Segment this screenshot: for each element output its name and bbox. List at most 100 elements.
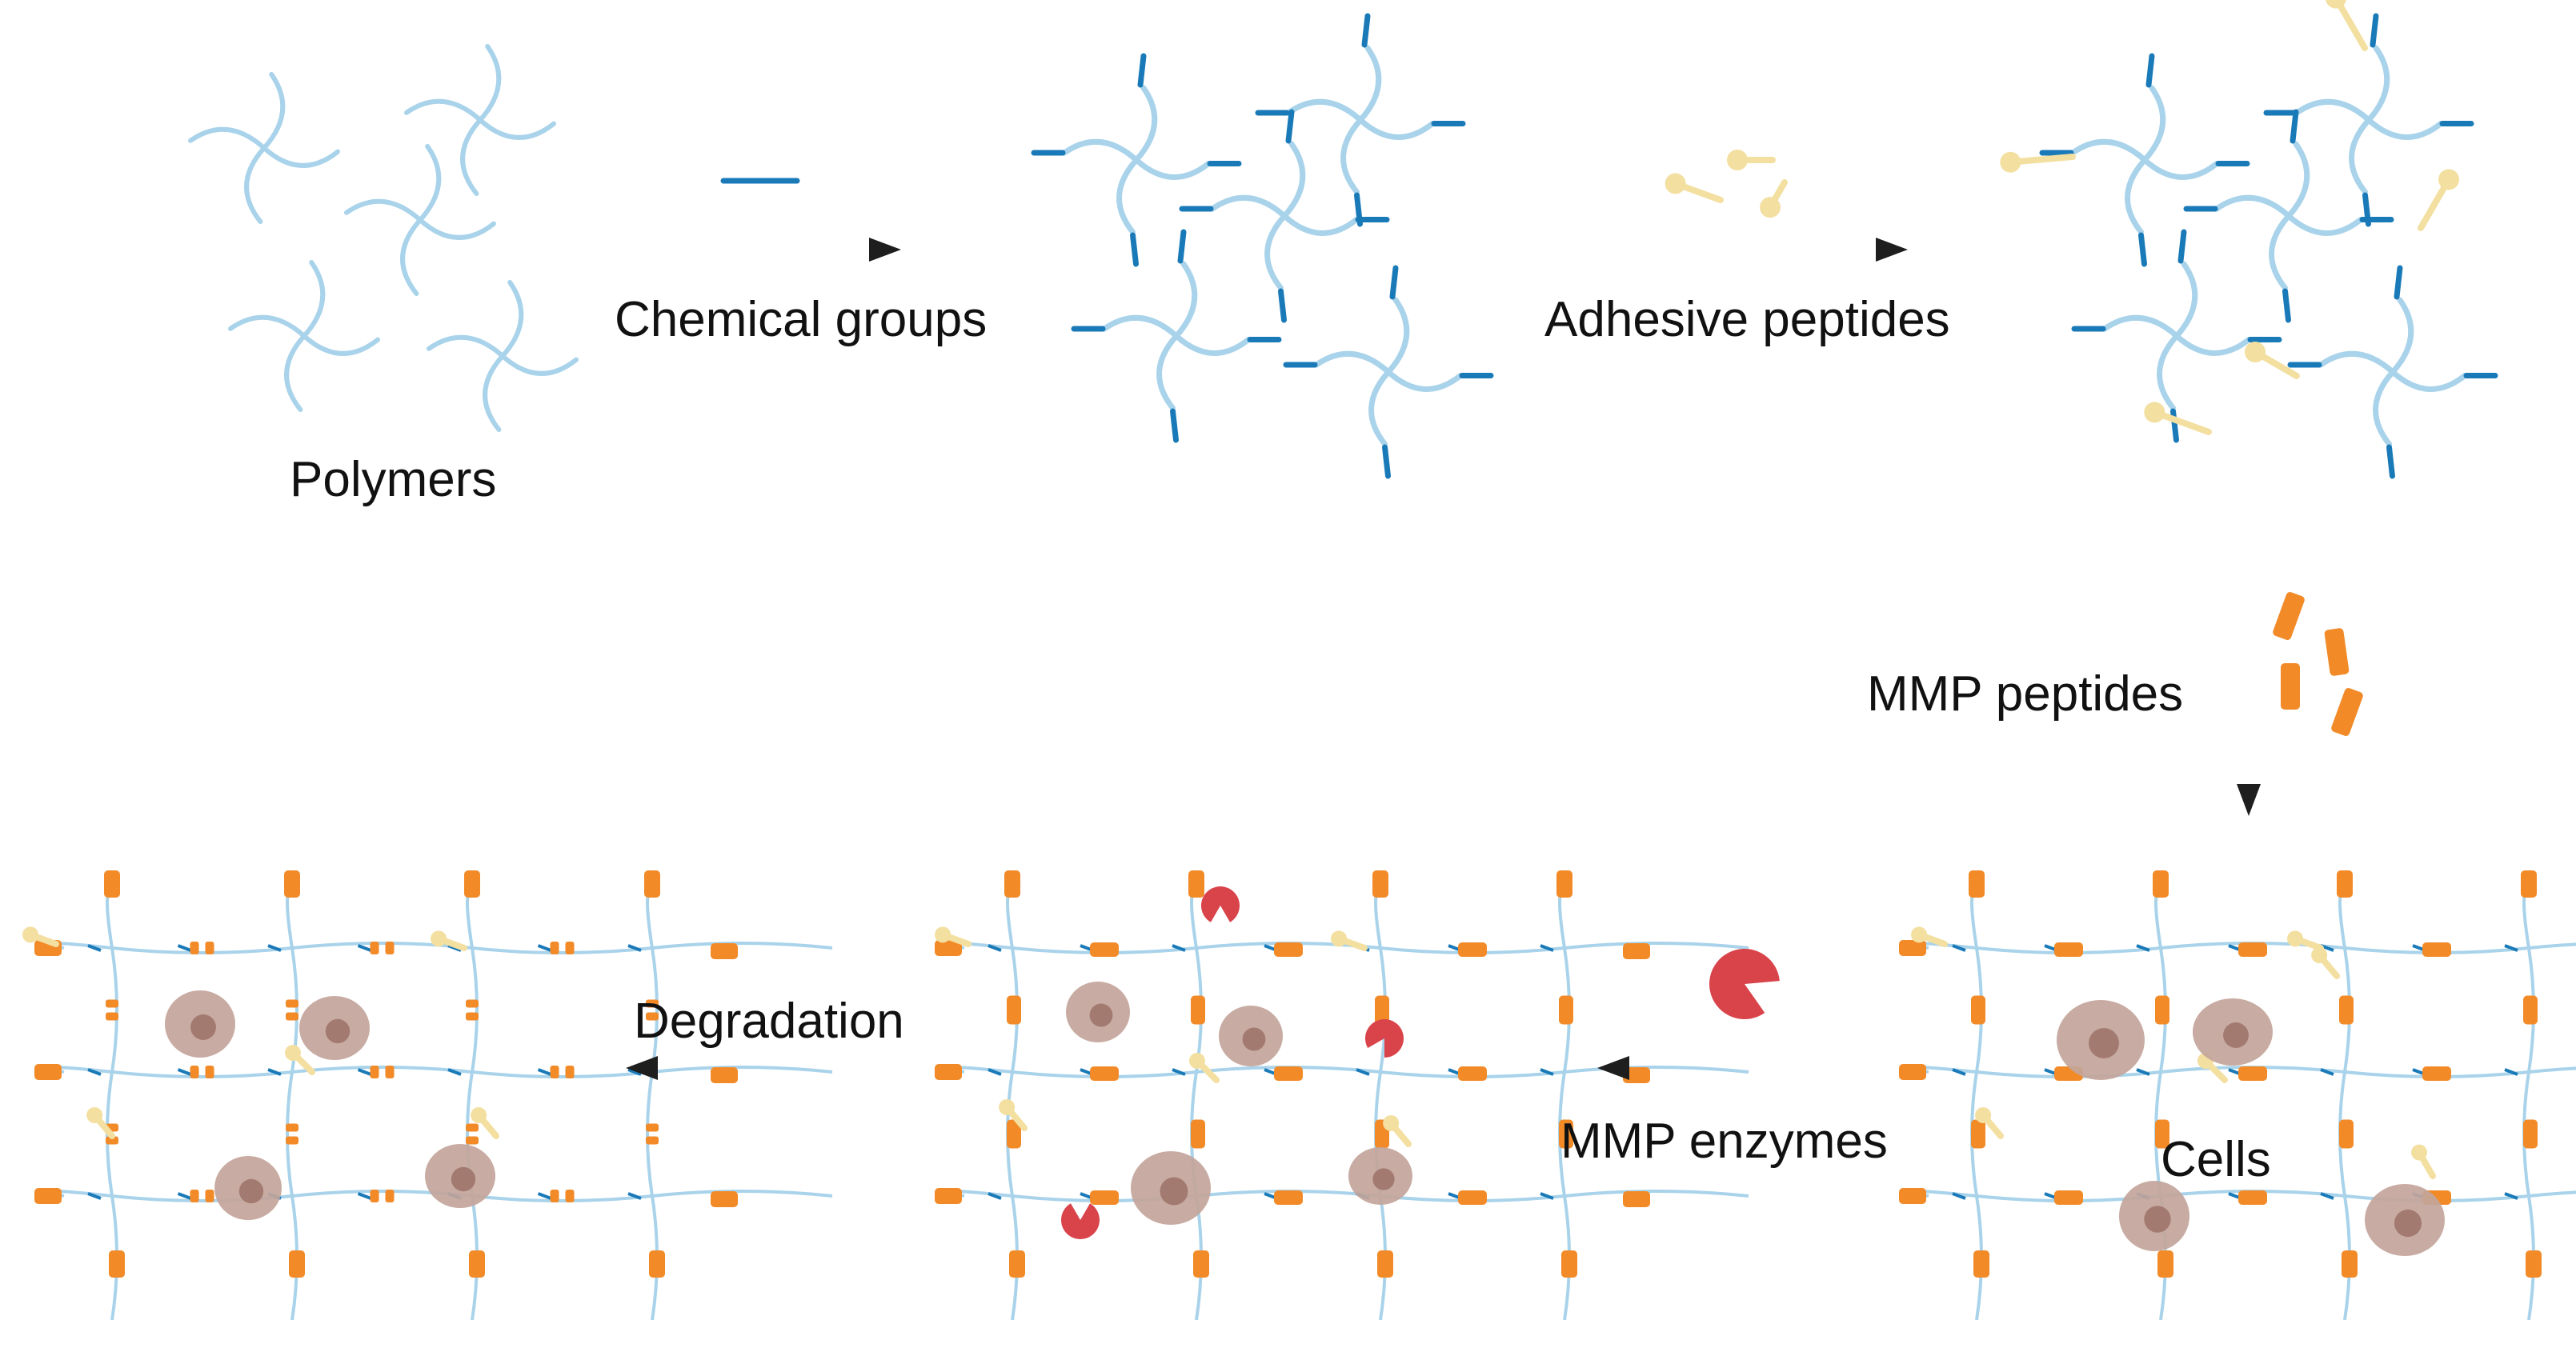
adhesive-peptide-head	[2000, 151, 2021, 173]
cell-nucleus	[2223, 1022, 2249, 1048]
mmp-hydrogel-panel	[1899, 870, 2576, 1321]
mmp-peptide	[104, 870, 120, 898]
cleaved-mmp-peptide	[646, 1123, 659, 1132]
mmp-peptide	[1274, 942, 1303, 957]
chemical-group	[537, 1068, 552, 1076]
cell-nucleus	[1372, 1168, 1395, 1190]
chemical-group	[1389, 265, 1399, 300]
mmp-peptide	[2422, 942, 2451, 957]
cleaved-mmp-peptide	[550, 1066, 559, 1078]
cleaved-mmp-peptide	[106, 1012, 118, 1021]
chemical-group	[1172, 944, 1186, 952]
cell-nucleus	[2394, 1209, 2422, 1238]
mmp-peptide	[711, 1191, 738, 1207]
adhesive-peptide-head	[2287, 930, 2304, 947]
mmp-peptide	[2523, 995, 2538, 1025]
enzyme-attack-panel	[935, 870, 1749, 1321]
mmp-enzymes-label: MMP enzymes	[1560, 1114, 1888, 1169]
chemical-group	[447, 944, 462, 952]
chemical-group	[627, 1192, 642, 1200]
mmp-peptide	[1623, 1067, 1650, 1083]
mmp-peptide	[34, 1188, 62, 1204]
chemical-group	[2282, 288, 2291, 323]
chemical-group	[1172, 1068, 1186, 1076]
mmp-peptide	[1193, 1250, 1209, 1278]
chemical-group	[988, 1068, 1002, 1076]
chemical-group	[1952, 944, 1966, 952]
mmp-peptide	[2054, 1190, 2083, 1205]
adhesive-peptide-head	[1383, 1114, 1400, 1131]
cleaved-mmp-peptide	[646, 1136, 659, 1145]
polymer-strand	[244, 72, 286, 224]
functionalized-polymers-panel	[1031, 13, 1494, 479]
chemical-group	[2394, 265, 2403, 300]
mmp-peptide	[1458, 942, 1487, 957]
chemical-group	[177, 944, 192, 952]
mmp-peptide	[2422, 1066, 2451, 1081]
adhesive-peptide-head	[1188, 1052, 1205, 1069]
chemical-group	[1130, 232, 1139, 267]
cleaved-mmp-peptide	[646, 1012, 659, 1021]
adhesive-peptide-head	[1911, 926, 1928, 943]
chemical-group	[627, 1068, 642, 1076]
cleaved-mmp-peptide	[385, 942, 395, 954]
arrow-mmp-peptides	[2237, 557, 2261, 816]
cell-nucleus	[2089, 1028, 2119, 1058]
cell-nucleus	[1089, 1003, 1113, 1027]
mmp-peptide	[1191, 1119, 1205, 1149]
adhesive-peptide-head	[2311, 946, 2328, 963]
chemical-group	[267, 944, 282, 952]
adhesive-peptide-head	[2438, 169, 2459, 190]
chemical-groups-label: Chemical groups	[615, 292, 987, 347]
mmp-peptide	[2238, 1066, 2267, 1081]
mmp-peptide	[1188, 870, 1204, 898]
adhesive-peptide-head	[2411, 1144, 2427, 1161]
chemical-group	[87, 944, 102, 952]
chemical-group	[1952, 1068, 1966, 1076]
mmp-peptide	[2521, 870, 2537, 898]
cleaved-mmp-peptide	[286, 1012, 298, 1021]
mmp-peptide	[2337, 870, 2353, 898]
chemical-group	[988, 944, 1002, 952]
mmp-peptide	[1274, 1066, 1303, 1081]
degraded-hydrogel-panel	[22, 870, 833, 1321]
polymers-label: Polymers	[290, 452, 496, 507]
mmp-peptide	[464, 870, 480, 898]
mmp-peptide	[1375, 995, 1389, 1025]
adhesive-peptide-head	[999, 1098, 1016, 1115]
mmp-peptide	[644, 870, 660, 898]
chemical-group	[1170, 408, 1179, 443]
mmp-peptide	[1274, 1190, 1303, 1205]
chemical-group	[357, 944, 372, 952]
polymer-strand	[2157, 261, 2198, 411]
mmp-peptide	[34, 1064, 62, 1080]
chemical-group	[357, 1192, 372, 1200]
arrow-degradation	[626, 1056, 888, 1080]
mmp-peptide	[1458, 1066, 1487, 1081]
adhesive-peptide-head	[22, 926, 39, 943]
chemical-group	[1285, 109, 1295, 144]
cleaved-mmp-peptide	[205, 942, 214, 954]
mmp-peptides-label: MMP peptides	[1867, 666, 2183, 722]
chemical-group	[2386, 444, 2395, 479]
arrow-mmp-enzymes	[1597, 1056, 1881, 1080]
arrow-chemical-groups	[648, 238, 901, 262]
gel-strand	[1558, 890, 1571, 1321]
chemical-group	[627, 944, 642, 952]
polymer-strand	[1264, 141, 1306, 291]
chemical-group	[988, 1192, 1002, 1200]
chemical-group	[2504, 944, 2518, 952]
cleaved-mmp-peptide	[466, 1123, 479, 1132]
mmp-peptide	[1090, 1066, 1119, 1081]
chemical-group	[1540, 1192, 1554, 1200]
adhesive-peptide-head	[471, 1106, 487, 1123]
mmp-peptide	[935, 940, 962, 956]
polymer-strand	[1116, 85, 1158, 235]
chemical-group	[1278, 288, 1287, 323]
mmp-enzyme-icon	[1709, 949, 1780, 1020]
adhesive-peptide-head	[1331, 930, 1348, 947]
mmp-enzyme	[1709, 949, 1780, 1020]
mmp-peptide	[1623, 943, 1650, 959]
chemical-group	[1177, 229, 1187, 264]
cleaved-mmp-peptide	[286, 1123, 298, 1132]
